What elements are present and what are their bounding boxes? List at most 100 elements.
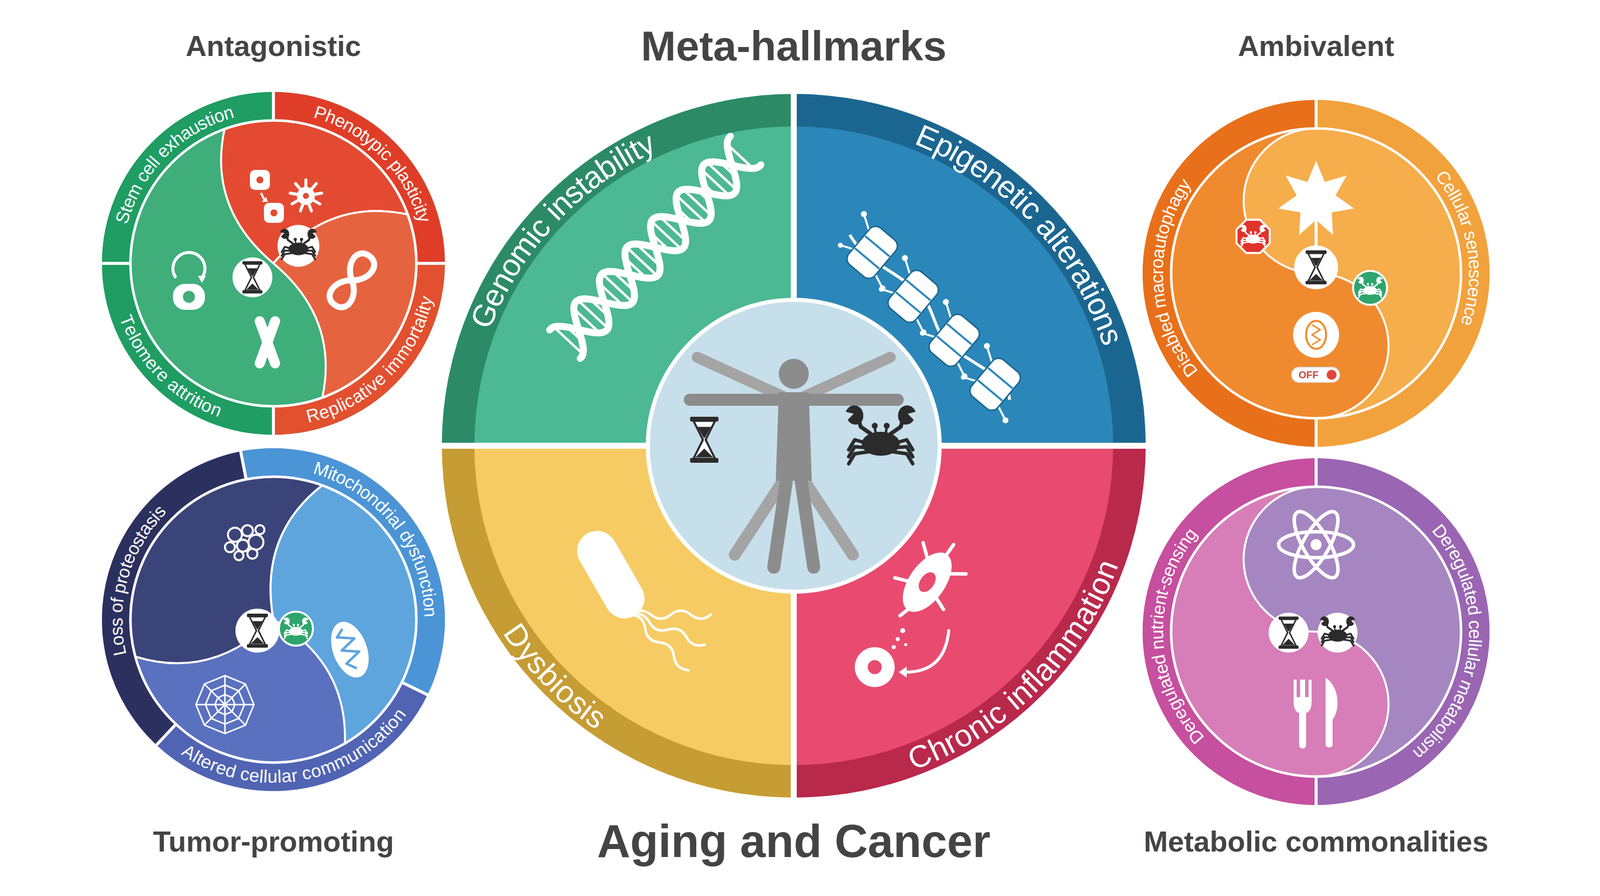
illustration-part xyxy=(549,136,762,359)
illustration-part xyxy=(214,694,235,715)
bacterium-icon xyxy=(569,523,711,674)
crab-icon xyxy=(283,617,309,639)
node-outline-group xyxy=(441,93,794,446)
illustration-part xyxy=(1250,232,1253,236)
illustration-part xyxy=(400,681,429,696)
illustration-part xyxy=(919,328,928,337)
illustration-part xyxy=(311,199,320,204)
illustration-part xyxy=(1328,629,1348,642)
illustration-part xyxy=(304,253,316,260)
illustration-part xyxy=(883,422,890,429)
illustration-part xyxy=(1367,282,1370,285)
illustration-part xyxy=(878,527,978,634)
illustration-part xyxy=(626,247,658,276)
crab-icon xyxy=(279,228,317,260)
node-outline-group xyxy=(793,93,1146,446)
illustration-part xyxy=(271,90,275,122)
illustration-part xyxy=(1343,633,1354,639)
ring-label: Dysbiosis xyxy=(498,618,612,735)
illustration-part xyxy=(874,426,876,434)
illustration-part xyxy=(695,448,713,458)
illustration-part xyxy=(286,236,294,244)
illustration-part xyxy=(647,299,940,592)
ring-sector xyxy=(101,451,246,746)
illustration-part xyxy=(994,406,1010,421)
illustration-part xyxy=(676,195,706,223)
illustration-part xyxy=(1324,677,1338,748)
group-heading: Metabolic commonalities xyxy=(1143,825,1489,859)
ring-letter: l xyxy=(262,767,268,786)
illustration-part xyxy=(334,626,365,672)
illustration-part xyxy=(1314,417,1318,448)
node-outline-group xyxy=(1142,458,1490,806)
illustration-part xyxy=(898,405,916,425)
ring-letter: c xyxy=(1466,619,1485,630)
illustration-part xyxy=(1321,639,1332,646)
illustration-part xyxy=(878,284,887,293)
illustration-part xyxy=(1241,242,1249,247)
illustration-part xyxy=(253,314,282,370)
illustration-part xyxy=(1246,234,1261,244)
illustration-part xyxy=(1362,281,1367,287)
illustration-part xyxy=(690,457,719,463)
illustration-part xyxy=(1282,638,1296,645)
illustration-part xyxy=(775,392,812,481)
illustration-part xyxy=(840,241,853,253)
illustration-part xyxy=(677,208,693,223)
ring-label: Cellular senescence xyxy=(1432,167,1485,329)
illustration-part xyxy=(1243,128,1462,419)
illustration-part xyxy=(304,250,316,256)
illustration-part xyxy=(1371,284,1374,287)
illustration-part xyxy=(932,597,947,610)
illustration-part xyxy=(224,704,246,726)
illustration-part xyxy=(130,120,417,407)
illustration-part xyxy=(252,621,263,630)
node-outline-group xyxy=(101,451,246,746)
quadrant-sector xyxy=(441,93,794,446)
illustration-part xyxy=(296,623,299,626)
illustration-part xyxy=(248,534,264,550)
illustration-part xyxy=(1374,291,1382,296)
illustration-part xyxy=(277,224,320,267)
illustration-part xyxy=(283,617,290,625)
illustration-part xyxy=(270,209,278,217)
illustration-part xyxy=(885,426,887,434)
illustration-part xyxy=(892,451,913,464)
hallmark-circle: Loss of proteostasisMitochondrial dysfun… xyxy=(101,448,445,792)
illustration-part xyxy=(1321,633,1332,639)
hallmark-circle: Disabled macroautophagyCellular senescen… xyxy=(1142,99,1490,447)
illustration-part xyxy=(917,542,933,558)
node-outline-group xyxy=(240,448,445,695)
illustration-part xyxy=(304,246,316,253)
ring-label: Replicative immortality xyxy=(304,294,436,426)
hallmark-circle: Deregulated nutrient-sensingDeregulated … xyxy=(1142,458,1490,806)
illustration-part xyxy=(977,380,1003,401)
illustration-part xyxy=(1374,289,1382,293)
central-art xyxy=(438,90,1149,801)
ambivalent-art xyxy=(1171,98,1462,448)
ring-sector xyxy=(1316,458,1490,806)
illustration-part xyxy=(1357,276,1365,284)
ring-label: Genomic instability xyxy=(465,126,660,333)
ring-segment: Deregulated cellular metabolism xyxy=(1142,458,1490,806)
illustration-part xyxy=(1346,616,1356,627)
illustration-part xyxy=(959,373,967,381)
ring-letter: t xyxy=(1147,624,1166,631)
ring-label: Mitochondrial dysfunction xyxy=(311,459,440,618)
crab-icon xyxy=(845,405,916,464)
ring-letter: e xyxy=(1465,258,1485,270)
illustration-part xyxy=(890,419,903,434)
illustration-part xyxy=(577,300,608,329)
illustration-part xyxy=(953,362,969,377)
illustration-part xyxy=(172,283,205,310)
ring-letter: c xyxy=(1147,274,1167,284)
ring-letter: n xyxy=(1148,639,1168,651)
illustration-part xyxy=(576,323,585,331)
illustration-part xyxy=(912,297,998,381)
illustration-part xyxy=(270,485,417,744)
illustration-part xyxy=(734,474,788,555)
illustration-part xyxy=(848,439,869,450)
illustration-part xyxy=(1257,242,1266,247)
illustration-part xyxy=(790,589,797,801)
illustration-part xyxy=(854,647,895,688)
